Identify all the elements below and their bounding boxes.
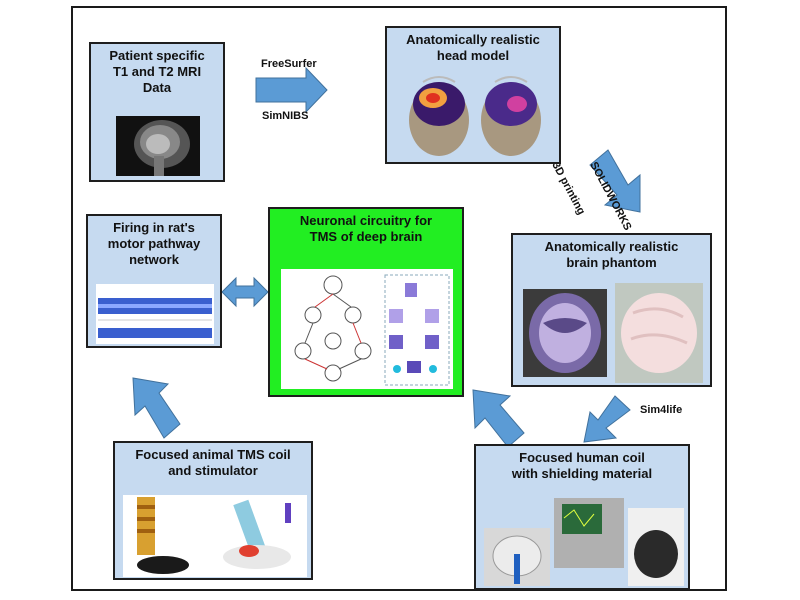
head-model-title: Anatomically realistic head model	[406, 32, 540, 63]
arrow-animal-to-firing	[132, 377, 181, 439]
head-model-image	[403, 74, 547, 160]
arrow-phantom-to-human	[583, 395, 631, 443]
mri-data-title: Patient specific T1 and T2 MRI Data	[109, 48, 205, 95]
label-freesurfer: FreeSurfer	[261, 58, 317, 70]
human-coil-image	[484, 498, 684, 586]
mri-data-box: Patient specific T1 and T2 MRI Data	[89, 42, 225, 182]
firing-box: Firing in rat's motor pathway network	[86, 214, 222, 348]
neuronal-circuitry-title: Neuronal circuitry for TMS of deep brain	[299, 213, 433, 244]
animal-coil-image	[123, 495, 307, 577]
brain-phantom-image	[523, 283, 703, 383]
brain-phantom-title: Anatomically realistic brain phantom	[544, 239, 679, 270]
neuronal-circuit-image	[281, 269, 453, 389]
arrow-mri-to-head	[255, 66, 328, 114]
firing-traces-image	[96, 284, 214, 344]
arrow-head-to-phantom	[589, 149, 641, 213]
firing-title: Firing in rat's motor pathway network	[107, 220, 201, 267]
brain-phantom-box: Anatomically realistic brain phantom	[511, 233, 712, 387]
human-coil-title: Focused human coil with shielding materi…	[511, 450, 653, 481]
arrow-firing-center-double	[221, 276, 269, 308]
animal-coil-box: Focused animal TMS coil and stimulator	[113, 441, 313, 580]
label-sim4life: Sim4life	[640, 404, 683, 416]
human-coil-box: Focused human coil with shielding materi…	[474, 444, 690, 590]
animal-coil-title: Focused animal TMS coil and stimulator	[135, 447, 291, 478]
label-simnibs: SimNIBS	[262, 110, 309, 122]
mri-scan-image	[116, 116, 200, 176]
neuronal-circuitry-box: Neuronal circuitry for TMS of deep brain	[268, 207, 464, 397]
arrow-human-to-center	[472, 389, 525, 448]
head-model-box: Anatomically realistic head model	[385, 26, 561, 164]
